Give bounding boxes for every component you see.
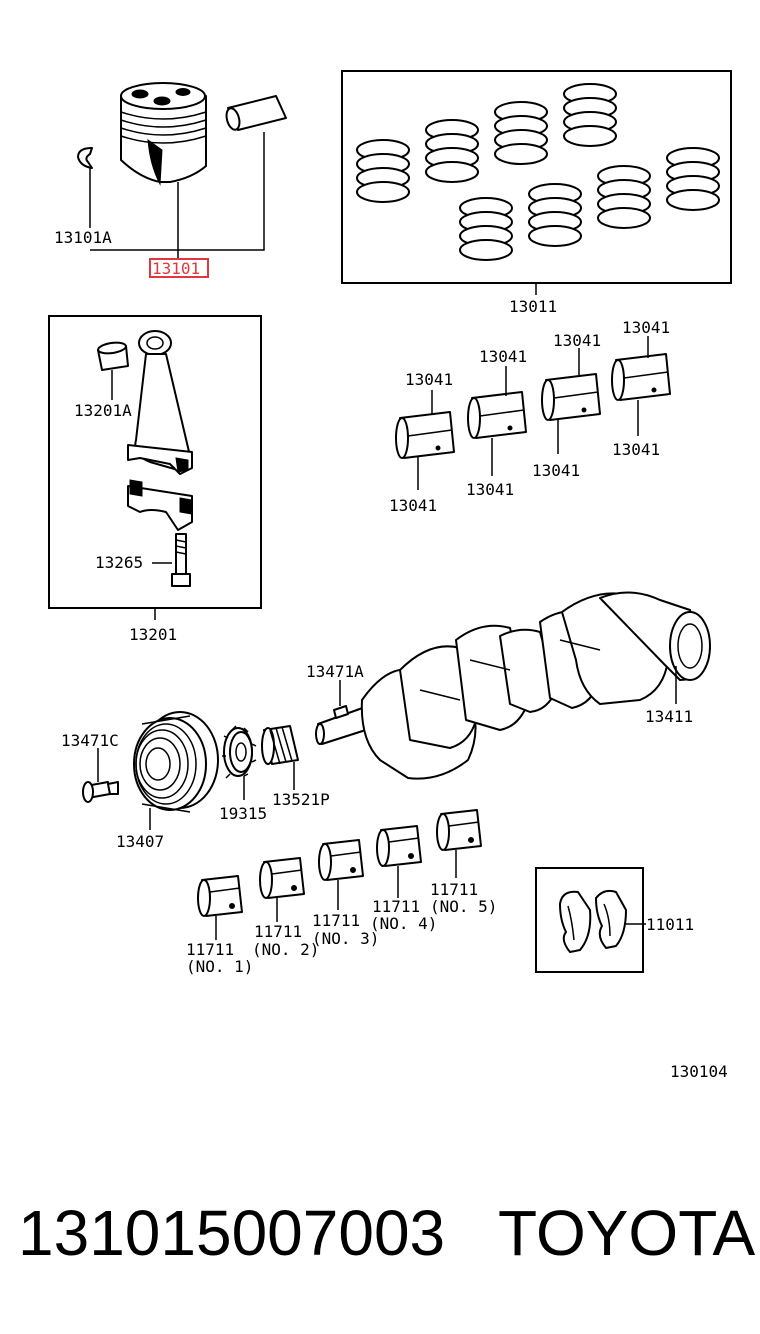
pulley-bolt-icon[interactable] <box>82 781 119 803</box>
label-no5: (NO. 5) <box>430 897 497 916</box>
needle-bearing-icon[interactable] <box>261 725 299 765</box>
crank-pulley-icon[interactable] <box>133 711 219 813</box>
diagram-code: 130104 <box>670 1062 728 1081</box>
label-11711-4: 11711 <box>372 897 420 916</box>
label-13041-a: 13041 <box>405 370 453 389</box>
main-bearing-icon[interactable] <box>197 809 482 917</box>
highlight-box <box>149 258 209 278</box>
thrust-washer-icon[interactable] <box>559 889 627 953</box>
crankshaft-icon[interactable] <box>315 591 711 780</box>
label-13041-h: 13041 <box>612 440 660 459</box>
label-13411: 13411 <box>645 707 693 726</box>
label-13041-d: 13041 <box>466 480 514 499</box>
label-13471A: 13471A <box>306 662 364 681</box>
rod-bearing-icon[interactable] <box>395 353 671 459</box>
label-13041-e: 13041 <box>553 331 601 350</box>
caption: 131015007003 TOYOTA <box>18 1196 755 1276</box>
label-13041-f: 13041 <box>532 461 580 480</box>
piston-icon[interactable] <box>120 82 207 186</box>
label-13101[interactable]: 13101 <box>152 259 200 278</box>
label-13201: 13201 <box>129 625 177 644</box>
label-11711-1: 11711 <box>186 940 234 959</box>
label-13011: 13011 <box>509 297 557 316</box>
crank-key-icon[interactable] <box>333 705 349 719</box>
label-13521P: 13521P <box>272 790 330 809</box>
label-13407: 13407 <box>116 832 164 851</box>
label-13201A: 13201A <box>74 401 132 420</box>
connecting-rod-icon[interactable] <box>127 330 193 475</box>
label-11711-2: 11711 <box>254 922 302 941</box>
piston-pin-icon[interactable] <box>224 95 287 131</box>
label-11011: 11011 <box>646 915 694 934</box>
label-13101A: 13101A <box>54 228 112 247</box>
part-number: 131015007003 <box>18 1197 446 1269</box>
brand-name: TOYOTA <box>498 1197 756 1269</box>
label-13265: 13265 <box>95 553 143 572</box>
label-no1: (NO. 1) <box>186 957 253 976</box>
label-13041-b: 13041 <box>389 496 437 515</box>
snap-ring-icon[interactable] <box>77 147 93 169</box>
label-13471C: 13471C <box>61 731 119 750</box>
label-19315: 19315 <box>219 804 267 823</box>
timing-gear-icon[interactable] <box>222 725 257 779</box>
conrod-cap-icon[interactable] <box>127 479 193 531</box>
label-11711-3: 11711 <box>312 911 360 930</box>
label-no4: (NO. 4) <box>370 914 437 933</box>
label-13041-g: 13041 <box>622 318 670 337</box>
thrust-washer-box <box>535 867 644 973</box>
label-no2: (NO. 2) <box>252 940 319 959</box>
conrod-bushing-icon[interactable] <box>97 341 129 371</box>
label-13041-c: 13041 <box>479 347 527 366</box>
label-11711-5: 11711 <box>430 880 478 899</box>
conrod-bolt-icon[interactable] <box>171 533 191 587</box>
label-no3: (NO. 3) <box>312 929 379 948</box>
piston-ring-set-icon[interactable] <box>356 83 720 261</box>
